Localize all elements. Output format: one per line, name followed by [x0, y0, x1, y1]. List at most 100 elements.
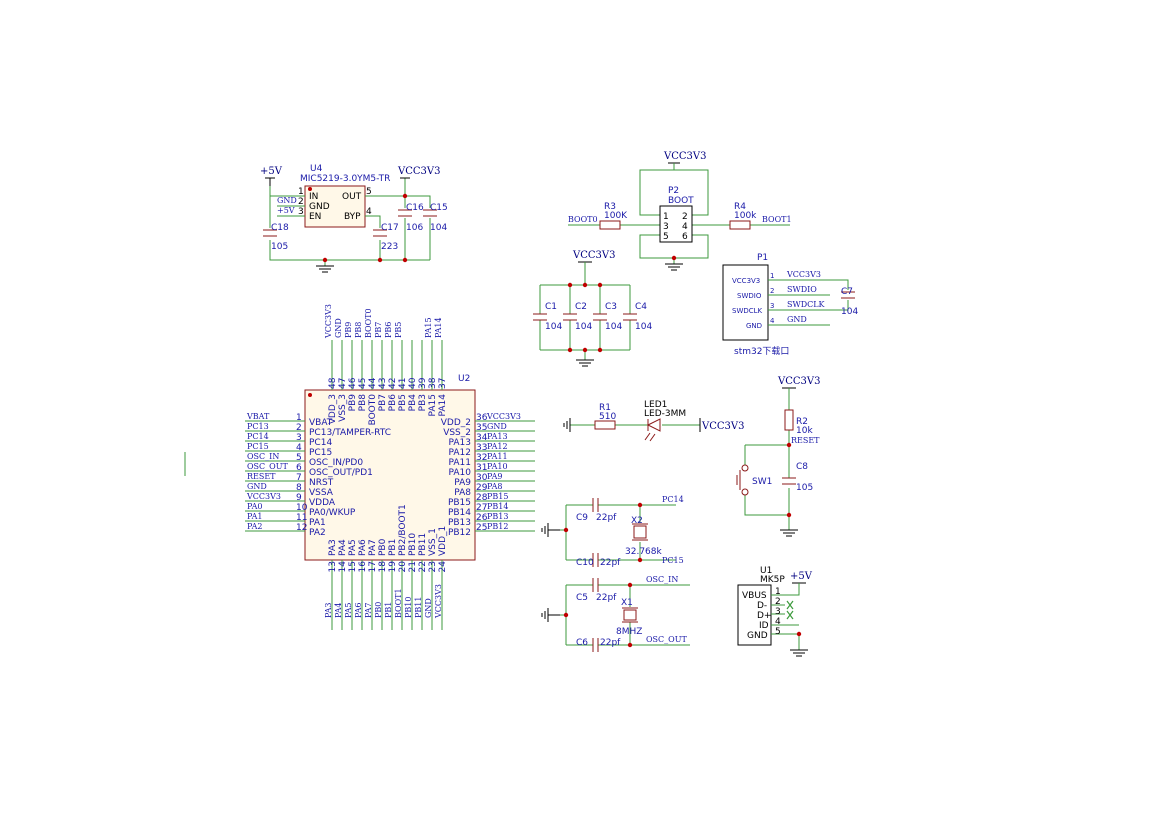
mcu-pin-num: 21	[408, 561, 418, 572]
r1	[594, 420, 616, 430]
mcu-pin-label: PA2	[309, 528, 326, 538]
svg-text:32.768k: 32.768k	[625, 547, 662, 557]
svg-text:C17: C17	[381, 223, 399, 233]
mcu-pin-num: 33	[476, 443, 487, 453]
mcu-pin-num: 39	[418, 377, 428, 389]
mcu-pin-num: 48	[328, 377, 338, 389]
svg-text:105: 105	[796, 483, 813, 493]
mcu-pin-num: 45	[358, 378, 368, 389]
mcu-net-label: PB14	[487, 502, 508, 511]
led-circuit: R1 510 LED1 LED-3MM VCC3V3	[563, 400, 744, 442]
svg-text:104: 104	[430, 223, 447, 233]
mcu-net-label: GND	[247, 482, 267, 491]
mcu-pin-num: 40	[408, 377, 418, 389]
mcu-net-label: PC13	[247, 422, 269, 431]
mcu-net-label: GND	[487, 422, 507, 431]
svg-text:10k: 10k	[796, 426, 813, 436]
mcu-pin-label: PB3	[418, 394, 428, 411]
mcu-pin-num: 9	[296, 493, 302, 503]
mcu-pin-num: 15	[348, 561, 358, 572]
u1-body	[737, 584, 772, 646]
mcu-pin-label: PB15	[448, 498, 471, 508]
svg-text:PC15: PC15	[662, 556, 684, 565]
svg-text:104: 104	[605, 322, 622, 332]
mcu-pin-label: VSS_1	[428, 528, 438, 556]
mcu-pin-label: PA4	[338, 539, 348, 556]
mcu-pin-label: PA9	[454, 478, 471, 488]
mcu-pin-label: PA8	[454, 488, 471, 498]
mcu-pin-num: 27	[476, 503, 487, 513]
mcu-pin-num: 14	[338, 561, 348, 573]
mcu-pin-label: PA14	[438, 394, 448, 417]
mcu-pin-num: 29	[476, 483, 488, 493]
mcu-pin-label: PA11	[449, 458, 471, 468]
mcu-net-label: PA1	[247, 512, 263, 521]
svg-text:4: 4	[770, 317, 775, 325]
mcu-pin-label: PB11	[418, 533, 428, 556]
svg-text:C16: C16	[406, 203, 424, 213]
mcu-net-label: PB13	[487, 512, 508, 521]
svg-text:2: 2	[775, 597, 781, 607]
mcu-pin-num: 26	[476, 513, 488, 523]
svg-text:OSC_IN: OSC_IN	[646, 575, 678, 584]
mcu-pin-label: PB13	[448, 518, 471, 528]
mcu-pin-label: PC15	[309, 448, 332, 458]
mcu-pin-num: 12	[296, 523, 307, 533]
svg-text:VCC3V3: VCC3V3	[732, 277, 760, 285]
mcu-net-label: PA6	[354, 602, 363, 618]
svg-text:223: 223	[381, 242, 398, 252]
mcu-net-label: PA13	[487, 432, 508, 441]
swd-connector-p1: P1 stm32下载口 VCC3V3 SWDIO SWDCLK GND 1 2 …	[722, 253, 858, 357]
mcu-pin-num: 46	[348, 377, 358, 389]
mcu-pin-label: PB7	[378, 394, 388, 411]
mcu-pin-num: 43	[378, 378, 388, 389]
mcu-pin-label: PC14	[309, 438, 332, 448]
svg-text:BOOT0: BOOT0	[568, 215, 598, 224]
svg-text:100K: 100K	[604, 211, 628, 221]
mcu-pin-num: 37	[438, 378, 448, 389]
mcu-net-label: PA8	[487, 482, 503, 491]
svg-text:C1: C1	[545, 302, 557, 312]
svg-text:VCC3V3: VCC3V3	[663, 151, 706, 162]
mcu-pin-num: 2	[296, 423, 302, 433]
mcu-net-label: BOOT1	[394, 588, 403, 618]
mcu-pin-label: PA12	[449, 448, 471, 458]
svg-text:SWDCLK: SWDCLK	[787, 300, 826, 309]
mcu-pin-num: 47	[338, 378, 348, 389]
mcu-pins: VBAT1VBATPC13/TAMPER-RTC2PC13PC143PC14PC…	[245, 304, 535, 630]
mcu-net-label: OSC_IN	[247, 452, 279, 461]
mcu-pin-num: 41	[398, 378, 408, 389]
mcu-net-label: PB15	[487, 492, 508, 501]
mcu-pin-label: PA3	[328, 539, 338, 556]
svg-text:P1: P1	[757, 253, 768, 263]
u4-body	[304, 185, 366, 228]
mcu-pin-label: PA5	[348, 539, 358, 556]
svg-text:OSC_OUT: OSC_OUT	[646, 635, 687, 644]
mcu-net-label: PB0	[374, 602, 383, 618]
mcu-net-label: PB10	[404, 597, 413, 618]
svg-text:C10: C10	[576, 558, 594, 568]
mcu-pin-num: 1	[296, 413, 302, 423]
svg-text:+5V: +5V	[790, 571, 813, 582]
svg-text:GND: GND	[747, 631, 768, 641]
mcu-pin-num: 11	[296, 513, 307, 523]
svg-text:C9: C9	[576, 513, 588, 523]
svg-text:R1: R1	[599, 403, 611, 413]
mcu-pin-label: PA1	[309, 518, 326, 528]
svg-text:OUT: OUT	[342, 192, 362, 202]
svg-text:D+: D+	[757, 611, 771, 621]
decoupling-caps: VCC3V3 C1 104 C2 104 C3 104 C4 104	[533, 250, 652, 367]
power-vcc: VCC3V3	[397, 166, 440, 177]
mcu-net-label: PA5	[344, 602, 353, 618]
mcu-pin-num: 38	[428, 377, 438, 389]
mcu-pin-label: PA6	[358, 539, 368, 556]
mcu-pin-label: PA0/WKUP	[309, 508, 356, 518]
power-5v: +5V	[260, 166, 283, 177]
mcu-net-label: PA10	[487, 462, 508, 471]
mcu-pin-num: 28	[476, 493, 488, 503]
crystal-circuits: C9 22pf C10 22pf X2 32.768k PC14 PC15 C5…	[541, 495, 690, 652]
reset-circuit: VCC3V3 R2 10k RESET C8 105 SW1	[736, 376, 820, 537]
mcu-pin-label: VSSA	[309, 488, 334, 498]
mcu-pin-num: 18	[378, 561, 388, 573]
boot-jumper-p2: VCC3V3 P2 BOOT 1 2 3 4 5 6 R3 100K R4 10…	[568, 151, 792, 271]
